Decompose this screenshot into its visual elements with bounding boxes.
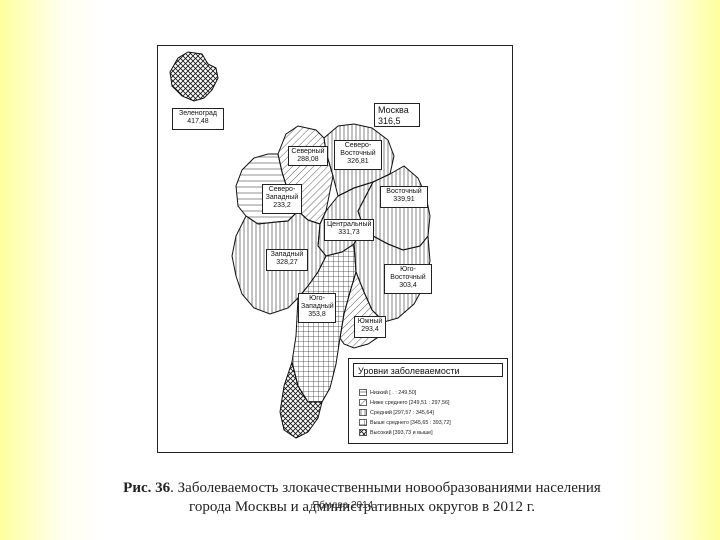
district-value: 339,91 (393, 196, 415, 203)
legend-label: Выше среднего [345,65 : 393,72] (370, 420, 451, 426)
district-value: 288,08 (297, 156, 319, 163)
legend-label: Средний [297,57 : 345,64] (370, 410, 434, 416)
city-value: 316,5 (378, 116, 401, 126)
label-severo-zapadny: Северо-Западный 233,2 (262, 184, 302, 214)
legend-swatch (359, 419, 367, 426)
figure-caption: Рис. 36. Заболеваемость злокачественными… (62, 479, 662, 517)
district-yugo-zapadny-tail (279, 360, 323, 439)
legend-swatch (359, 409, 367, 416)
district-name: Южный (357, 318, 383, 325)
district-value: 331,73 (338, 229, 360, 236)
district-value: 417,48 (187, 118, 209, 125)
legend-swatch (359, 429, 367, 436)
legend-label: Ниже среднего [249,51 : 297,56] (370, 400, 450, 406)
city-name: Москва (378, 105, 409, 115)
label-severny: Северный 288,08 (288, 146, 328, 166)
district-value: 303,4 (399, 282, 417, 289)
label-zelenograd: Зеленоград 417,48 (172, 108, 224, 130)
district-value: 293,4 (361, 326, 379, 333)
district-name: Восточный (386, 188, 422, 195)
district-name: Северный (291, 148, 325, 155)
legend-label: Низкий [ . : 249,50] (370, 390, 417, 396)
caption-title-part-1: . Заболеваемость злокачественными новооб… (170, 480, 601, 496)
label-yuzhny: Южный 293,4 (354, 316, 386, 338)
label-severo-vostochny: Северо-Восточный 326,81 (334, 140, 382, 170)
district-value: 233,2 (273, 202, 291, 209)
legend-swatch (359, 389, 367, 396)
district-name: Северо-Западный (265, 186, 299, 201)
district-value: 353,8 (308, 311, 326, 318)
district-zelenograd (169, 51, 219, 102)
label-centralny: Центральный 331,73 (324, 219, 374, 241)
district-name: Центральный (327, 221, 372, 228)
legend-swatch (359, 399, 367, 406)
district-name: Зеленоград (178, 110, 218, 117)
district-yugo-zapadny (291, 243, 357, 403)
legend: Уровни заболеваемости Низкий [ . : 249,5… (348, 358, 508, 444)
legend-title: Уровни заболеваемости (353, 363, 503, 377)
district-name: Юго-Западный (301, 295, 334, 310)
caption-figure-number: Рис. 36 (123, 480, 171, 496)
city-label: Москва 316,5 (374, 103, 420, 127)
map-frame: Зеленоград 417,48 Москва 316,5 Северный … (157, 45, 513, 453)
legend-label: Высокий [393,73 и выше] (370, 430, 433, 436)
source-note: Ябмдва 2014 (312, 500, 374, 511)
caption-line-1: Рис. 36. Заболеваемость злокачественными… (62, 479, 662, 498)
caption-line-2: города Москвы и административных округов… (189, 499, 535, 515)
district-name: Северо-Восточный (340, 142, 376, 157)
label-yugo-vostochny: Юго-Восточный 303,4 (384, 264, 432, 294)
district-name: Юго-Восточный (390, 266, 426, 281)
district-value: 326,81 (347, 158, 369, 165)
label-yugo-zapadny: Юго-Западный 353,8 (298, 293, 336, 323)
label-vostochny: Восточный 339,91 (380, 186, 428, 208)
label-zapadny: Западный 328,27 (266, 249, 308, 271)
district-value: 328,27 (276, 259, 298, 266)
district-name: Западный (270, 251, 304, 258)
